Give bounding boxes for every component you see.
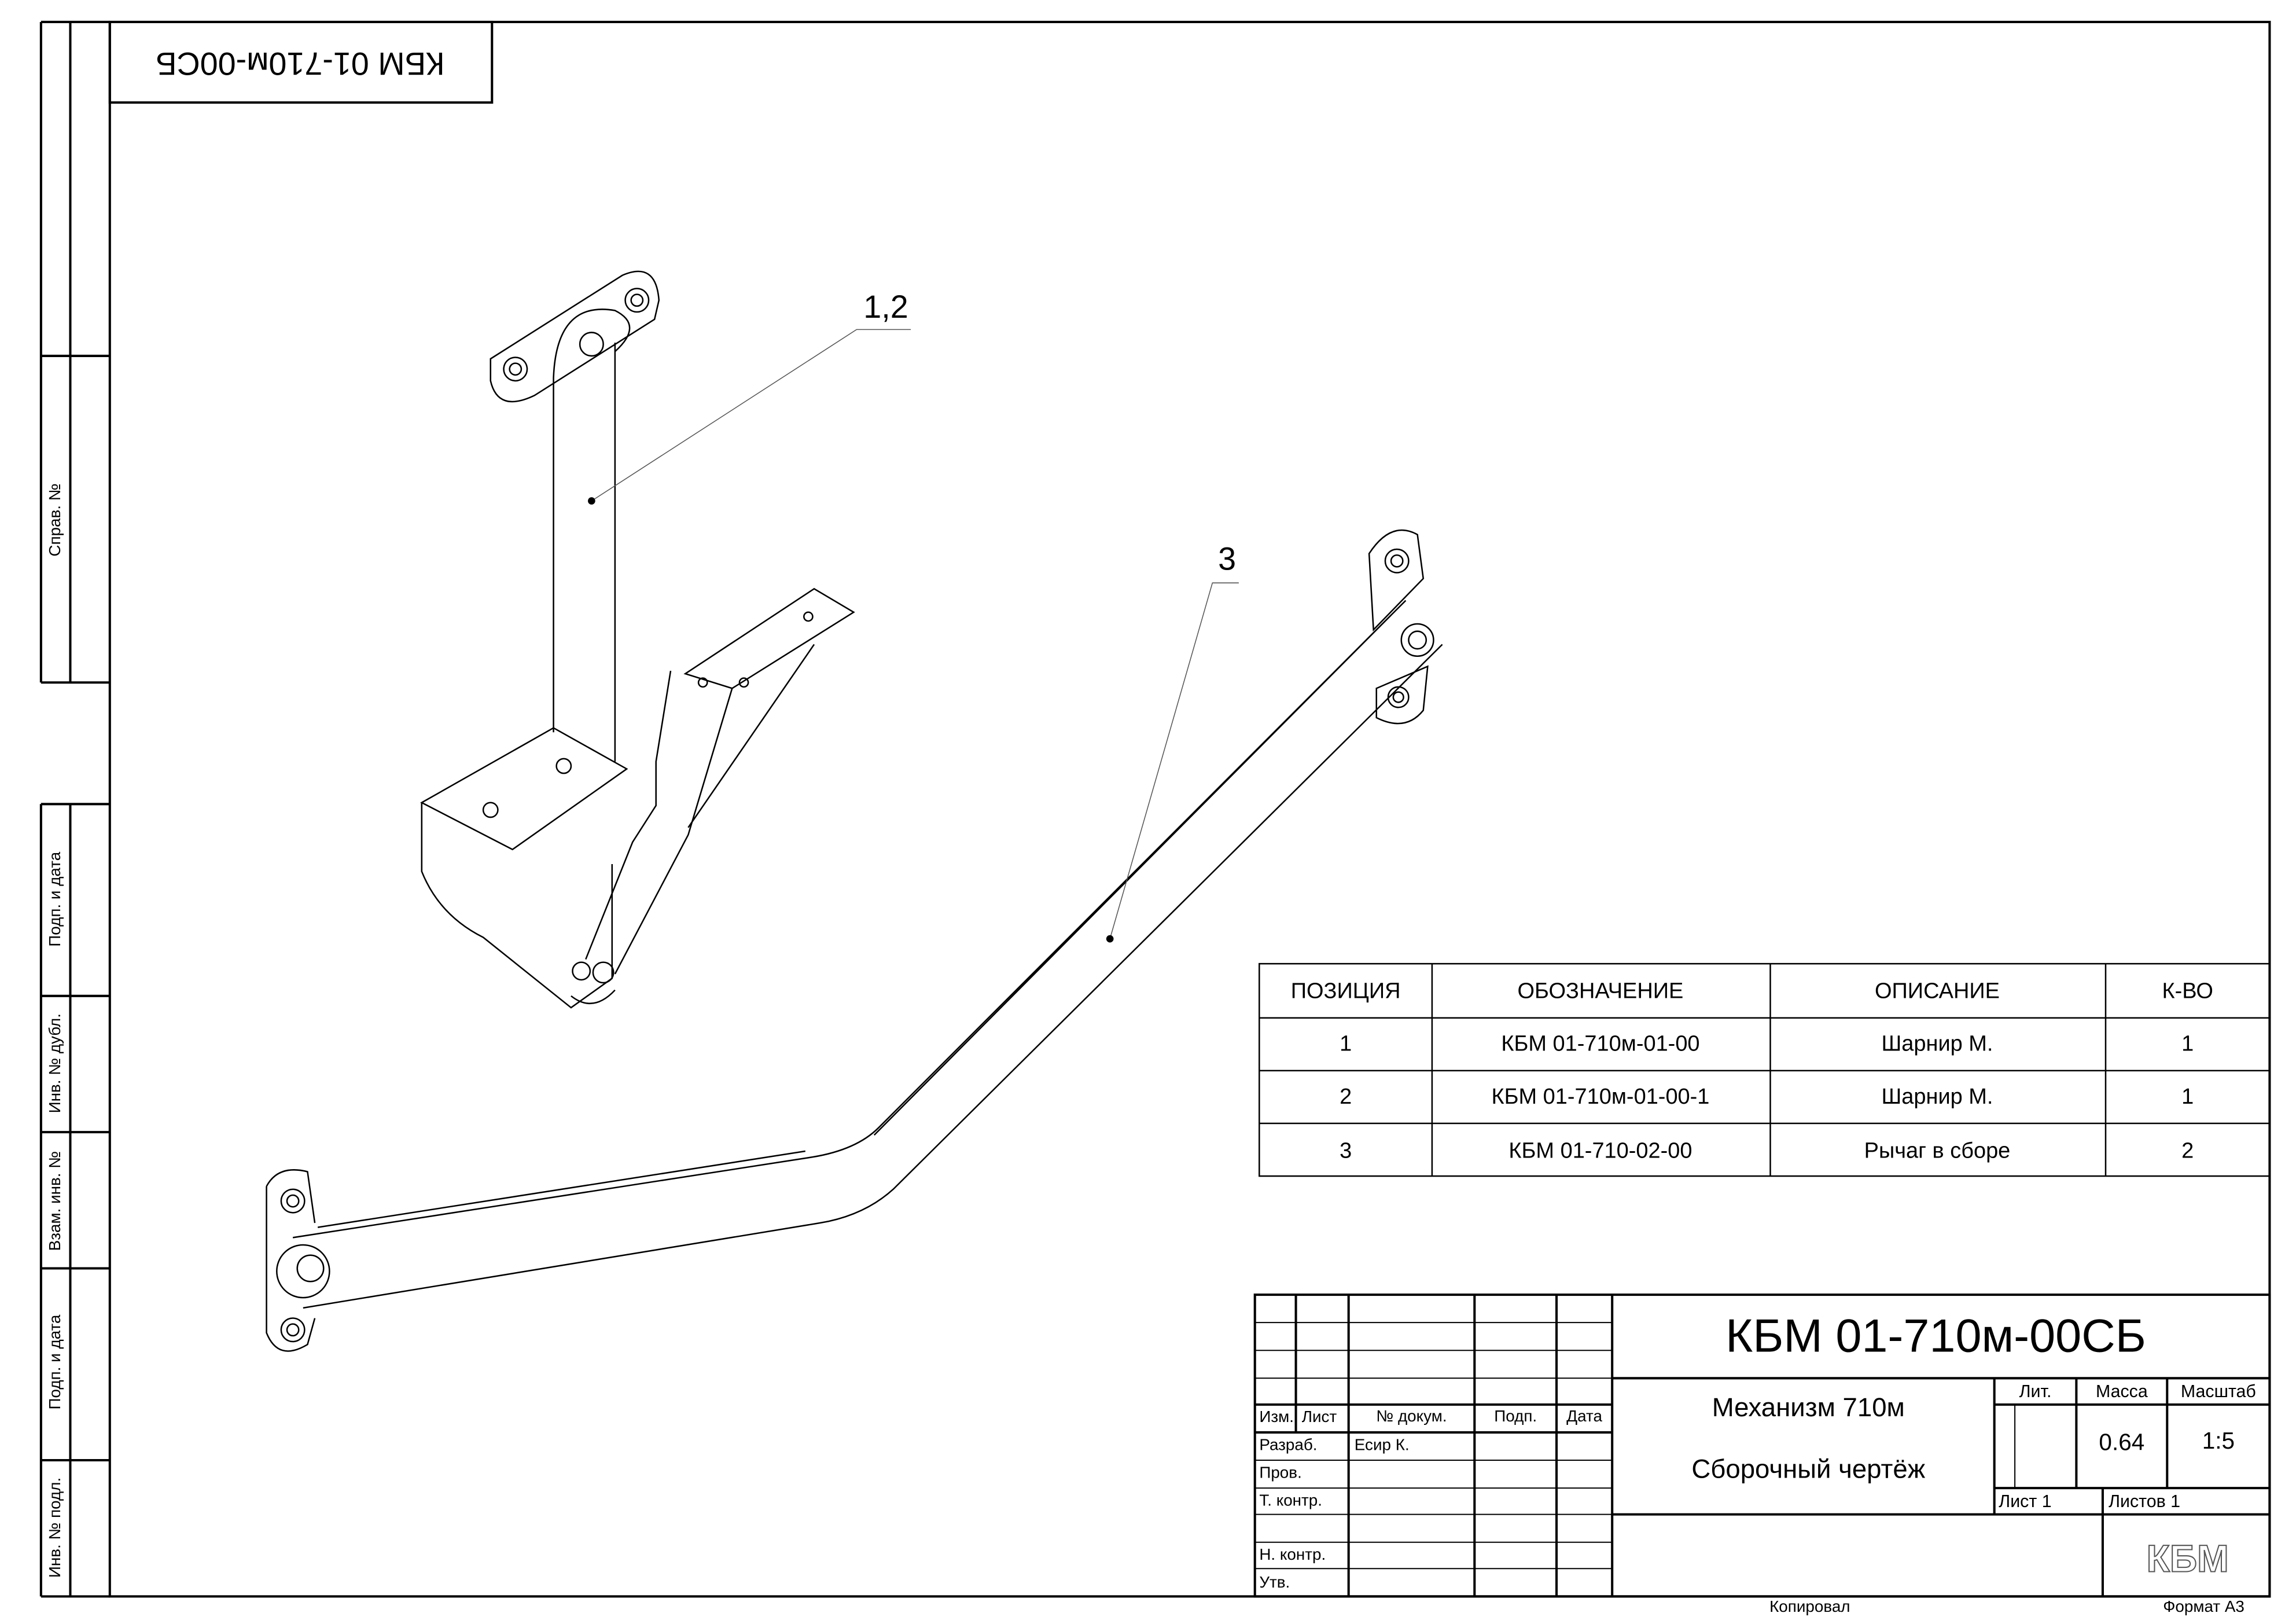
scale-value: 1:5 [2202, 1429, 2235, 1454]
part-lever [266, 529, 1443, 1352]
callout-3: 3 [1218, 540, 1237, 578]
copied-label: Копировал [1769, 1599, 1850, 1616]
frame-border [108, 20, 2271, 1598]
sheet-count: Листов 1 [2109, 1491, 2181, 1512]
table-cell: КБМ 01-710-02-00 [1508, 1138, 1692, 1164]
col-podp: Подп. [1494, 1408, 1537, 1426]
table-cell: 1 [1340, 1031, 1352, 1057]
stamp-box [108, 20, 494, 104]
side-label-inv-podl: Инв. № подл. [46, 1477, 65, 1578]
role-tkontr: Т. контр. [1259, 1492, 1323, 1511]
kbm-logo: КБМ [2146, 1536, 2229, 1581]
role-prov: Пров. [1259, 1464, 1302, 1482]
side-label-podp1: Подп. и дата [46, 851, 65, 947]
table-cell: КБМ 01-710м-01-00-1 [1491, 1084, 1710, 1109]
table-cell: Шарнир М. [1881, 1031, 1993, 1057]
header-description: ОПИСАНИЕ [1874, 979, 2000, 1004]
format-label: Формат А3 [2163, 1599, 2245, 1616]
table-cell: 1 [2181, 1031, 2194, 1057]
table-cell: 3 [1340, 1138, 1352, 1164]
document-type: Сборочный чертёж [1691, 1454, 1926, 1484]
table-cell: Шарнир М. [1881, 1084, 1993, 1109]
document-code: КБМ 01-710м-00СБ [1725, 1309, 2146, 1362]
stamp-code-rotated: КБМ 01-710м-00СБ [155, 45, 445, 82]
table-cell: Рычаг в сборе [1864, 1138, 2011, 1164]
table-cell: КБМ 01-710м-01-00 [1501, 1031, 1700, 1057]
side-label-inv-dubl: Инв. № дубл. [46, 1013, 65, 1114]
col-doc: № докум. [1376, 1408, 1447, 1426]
header-qty: К-ВО [2162, 979, 2213, 1004]
parts-table-grid [1259, 962, 2271, 1177]
role-utv: Утв. [1259, 1574, 1290, 1592]
header-position: ПОЗИЦИЯ [1290, 979, 1401, 1004]
leader-lines [591, 329, 1239, 939]
role-nkontr: Н. контр. [1259, 1546, 1326, 1564]
product-name: Механизм 710м [1712, 1392, 1905, 1423]
side-label-podp2: Подп. и дата [46, 1314, 65, 1410]
mass-value: 0.64 [2099, 1431, 2145, 1456]
table-cell: 2 [1340, 1084, 1352, 1109]
developer-name: Есир К. [1354, 1436, 1410, 1454]
side-label-sprav: Справ. № [46, 483, 65, 557]
title-block-grid [1253, 1294, 2271, 1598]
table-cell: 2 [2181, 1138, 2194, 1164]
sheet-number: Лист 1 [1999, 1491, 2052, 1512]
mass-label: Масса [2095, 1381, 2148, 1402]
part-hinge [420, 270, 855, 1009]
role-razrab: Разраб. [1259, 1436, 1318, 1454]
col-izm: Изм. [1259, 1409, 1294, 1427]
header-designation: ОБОЗНАЧЕНИЕ [1517, 979, 1684, 1004]
table-cell: 1 [2181, 1084, 2194, 1109]
col-list: Лист [1301, 1409, 1337, 1427]
callout-1-2: 1,2 [863, 288, 908, 325]
lit-label: Лит. [2019, 1381, 2052, 1402]
scale-label: Масштаб [2180, 1381, 2256, 1402]
side-label-vzam: Взам. инв. № [46, 1151, 65, 1251]
col-date: Дата [1566, 1408, 1602, 1426]
